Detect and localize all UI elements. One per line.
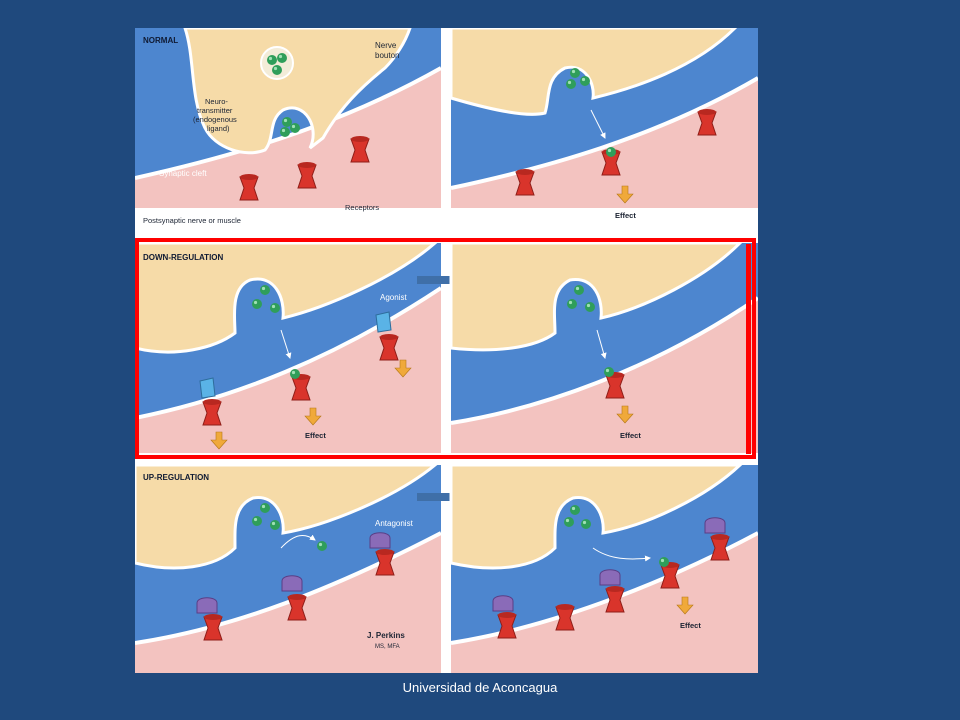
credit-name: J. Perkins bbox=[367, 631, 405, 640]
nerve-bouton-label-2: bouton bbox=[375, 51, 399, 60]
panel-down-left: DOWN-REGULATION Agonist Effect bbox=[135, 241, 443, 453]
transition-arrow-up bbox=[417, 485, 480, 509]
panel-up-left: UP-REGULATION Antagonist J. Perkins MS, … bbox=[135, 463, 442, 673]
transition-arrow-down bbox=[417, 268, 480, 292]
up-effect-label: Effect bbox=[680, 621, 701, 630]
up-title: UP-REGULATION bbox=[143, 473, 209, 482]
neurotransmitter-label-2: transmitter bbox=[197, 106, 233, 115]
panel-down-right: Effect bbox=[449, 241, 758, 453]
panel-up-right: Effect bbox=[449, 463, 758, 673]
neurotransmitter-label-1: Neuro- bbox=[205, 97, 228, 106]
neurotransmitter-label-3: (endogenous bbox=[193, 115, 237, 124]
regulation-diagram: NORMAL Nerve bouton Neuro- transmitter (… bbox=[135, 28, 758, 673]
agonist-label: Agonist bbox=[380, 293, 407, 302]
receptors-label: Receptors bbox=[345, 203, 379, 212]
panel-normal-right: Effect bbox=[449, 28, 758, 220]
nerve-bouton-label-1: Nerve bbox=[375, 41, 397, 50]
down-effect-label-2: Effect bbox=[620, 431, 641, 440]
highlight-frame bbox=[135, 238, 756, 459]
postsynaptic-label: Postsynaptic nerve or muscle bbox=[143, 216, 241, 225]
down-title: DOWN-REGULATION bbox=[143, 253, 224, 262]
normal-effect-label: Effect bbox=[615, 211, 636, 220]
down-effect-label: Effect bbox=[305, 431, 326, 440]
credit-sub: MS, MFA bbox=[375, 644, 400, 650]
panel-normal-left: NORMAL Nerve bouton Neuro- transmitter (… bbox=[135, 28, 442, 225]
normal-title: NORMAL bbox=[143, 36, 178, 45]
footer-caption: Universidad de Aconcagua bbox=[402, 680, 558, 695]
neurotransmitter-label-4: ligand) bbox=[207, 124, 230, 133]
antagonist-label: Antagonist bbox=[375, 519, 414, 528]
synaptic-cleft-label: Synaptic cleft bbox=[159, 169, 207, 178]
